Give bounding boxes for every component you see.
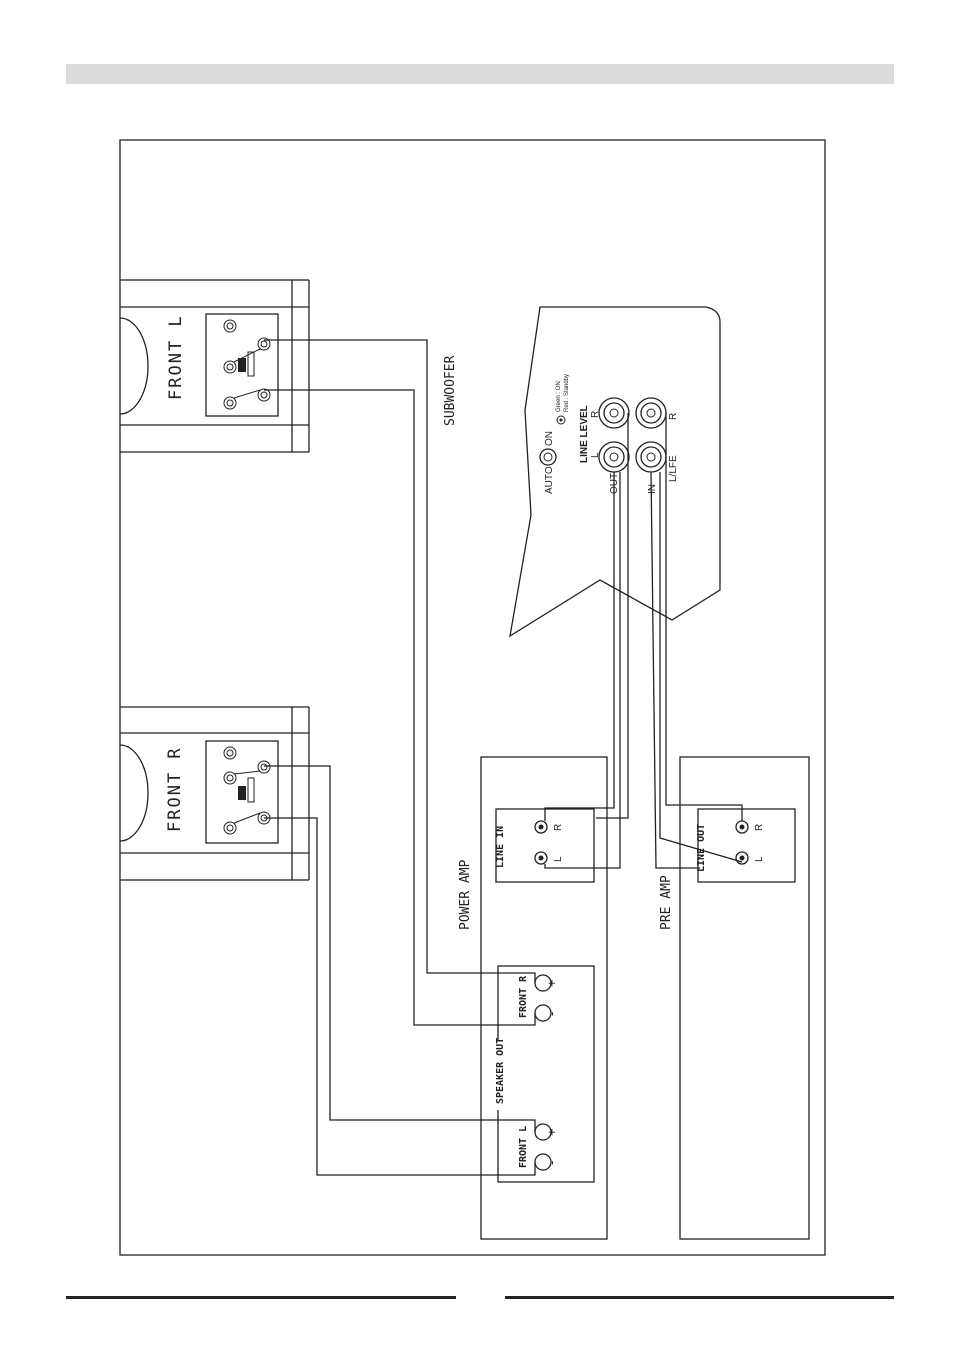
front-l-plus-label: + bbox=[544, 1128, 559, 1136]
sub-out-r-jack[interactable] bbox=[599, 398, 629, 428]
front-r-plus-label: + bbox=[544, 979, 559, 987]
sub-in-r-jack[interactable] bbox=[636, 398, 666, 428]
front-r-label: FRONT R bbox=[165, 746, 185, 832]
l-lfe-label: L/LFE bbox=[668, 455, 679, 482]
on-label: ON bbox=[544, 431, 555, 446]
line-out-r-label: R bbox=[754, 824, 765, 831]
in-label: IN bbox=[647, 484, 658, 494]
front-l-out-label: FRONT L bbox=[518, 1126, 529, 1168]
auto-on-switch[interactable] bbox=[540, 449, 556, 465]
front-r-minus-label: - bbox=[544, 1012, 559, 1016]
line-out-l-jack[interactable] bbox=[736, 852, 748, 864]
pre-amp: PRE AMP LINE OUT R L bbox=[659, 757, 809, 1239]
footer-rule-right bbox=[505, 1296, 894, 1299]
power-amp: POWER AMP LINE IN R L SPEAKER OUT FRONT … bbox=[458, 757, 607, 1239]
line-in-r-label: R bbox=[553, 824, 564, 831]
front-r-out-label: FRONT R bbox=[518, 975, 529, 1018]
auto-label: AUTO bbox=[544, 466, 555, 494]
subwoofer-label: SUBWOOFER bbox=[443, 355, 458, 426]
sub-out-l-jack[interactable] bbox=[599, 442, 629, 472]
front-l-minus-label: - bbox=[544, 1161, 559, 1165]
line-out-label: LINE OUT bbox=[696, 824, 707, 872]
power-amp-label: POWER AMP bbox=[458, 859, 473, 930]
sub-in-l-jack[interactable] bbox=[636, 442, 666, 472]
line-level-label: LINE LEVEL bbox=[579, 405, 590, 463]
front-l-speaker: FRONT L bbox=[120, 280, 309, 452]
line-in-l-jack[interactable] bbox=[535, 852, 547, 864]
line-out-r-jack[interactable] bbox=[736, 821, 748, 833]
line-in-r-jack[interactable] bbox=[535, 821, 547, 833]
line-out-l-label: L bbox=[754, 856, 765, 862]
subwoofer-panel: SUBWOOFER AUTO ON Green : ON Red : Stand… bbox=[443, 307, 720, 636]
speaker-out-box bbox=[498, 966, 594, 1182]
pre-amp-label: PRE AMP bbox=[659, 875, 674, 930]
line-in-l-label: L bbox=[553, 856, 564, 862]
green-on-label: Green : ON bbox=[556, 381, 562, 412]
speaker-out-label: SPEAKER OUT bbox=[495, 1038, 506, 1104]
front-r-speaker: FRONT R bbox=[120, 707, 309, 880]
r-top-label: R bbox=[668, 413, 679, 420]
footer-rule-left bbox=[66, 1296, 456, 1299]
red-standby-label: Red : Standby bbox=[564, 374, 570, 412]
front-l-label: FRONT L bbox=[166, 314, 186, 400]
line-in-label: LINE IN bbox=[495, 826, 506, 868]
line-out-box bbox=[698, 809, 795, 882]
